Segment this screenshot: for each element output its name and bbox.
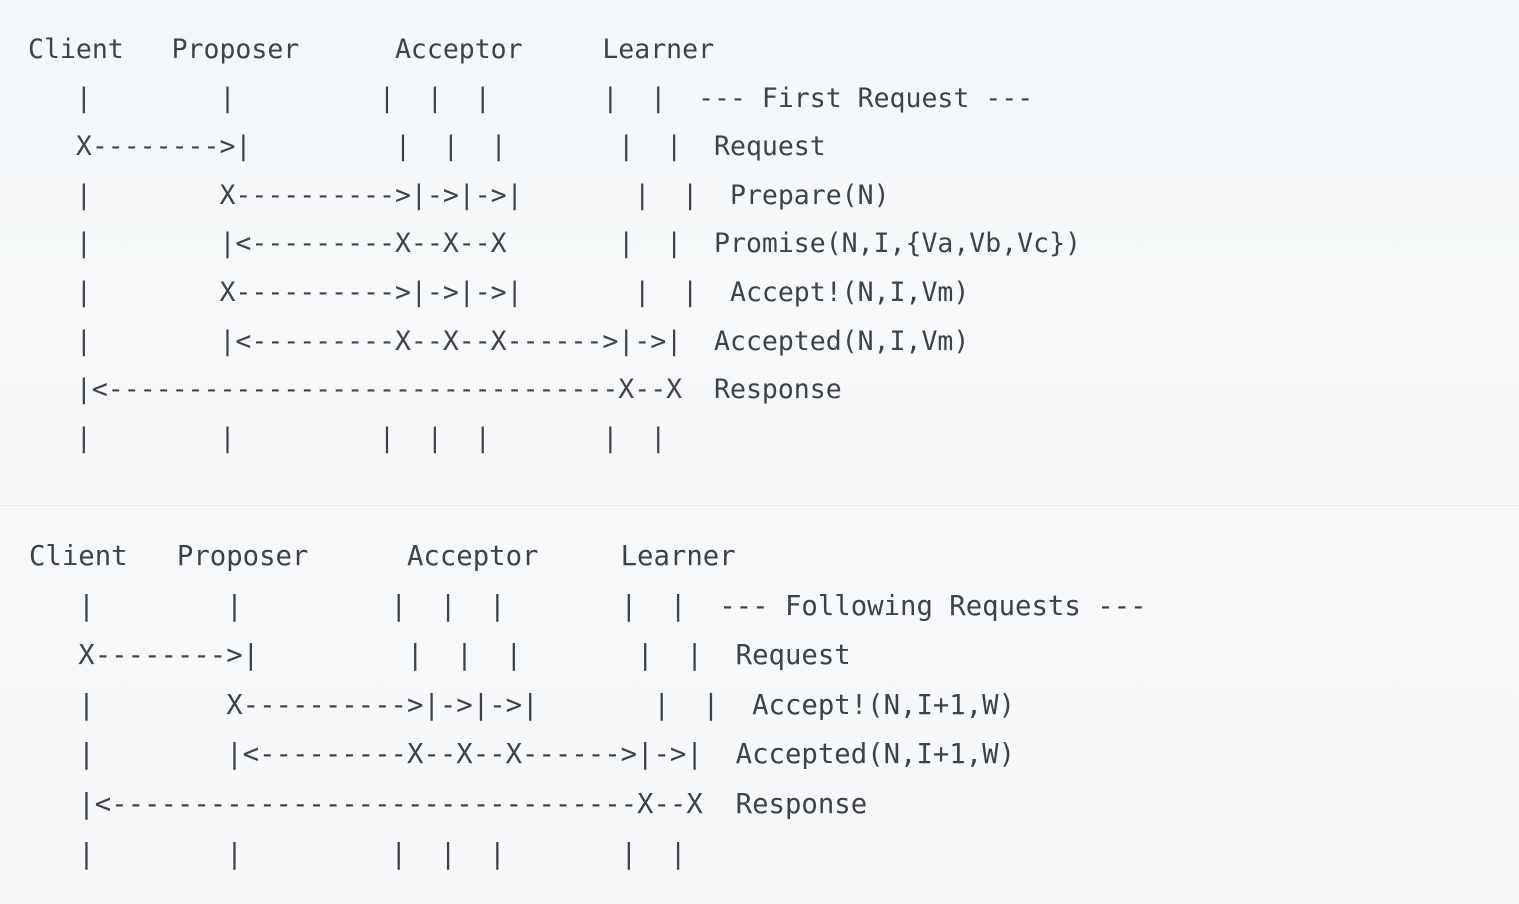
ascii-line-phase-label: | | | | | | | --- First Request ---: [28, 82, 1034, 114]
ascii-line-request: X-------->| | | | | | Request: [29, 640, 851, 672]
ascii-line-request: X-------->| | | | | | Request: [28, 131, 826, 163]
ascii-line-promise: | |<---------X--X--X | | Promise(N,I,{Va…: [28, 228, 1081, 260]
first-request-block: Client Proposer Acceptor Learner | | | |…: [0, 0, 1519, 505]
ascii-line-header: Client Proposer Acceptor Learner: [29, 541, 736, 572]
ascii-line-phase-label: | | | | | | | --- Following Requests ---: [29, 590, 1147, 622]
ascii-line-accepted: | |<---------X--X--X------>|->| Accepted…: [28, 325, 970, 357]
ascii-line-footer: | | | | | | |: [28, 422, 667, 454]
following-requests-block: Client Proposer Acceptor Learner | | | |…: [0, 505, 1519, 904]
following-requests-ascii: Client Proposer Acceptor Learner | | | |…: [0, 532, 1519, 879]
ascii-line-header: Client Proposer Acceptor Learner: [28, 34, 715, 65]
ascii-line-prepare: | X---------->|->|->| | | Prepare(N): [28, 179, 890, 211]
ascii-line-accepted: | |<---------X--X--X------>|->| Accepted…: [29, 739, 1016, 771]
ascii-line-footer: | | | | | | |: [29, 838, 687, 870]
first-request-ascii: Client Proposer Acceptor Learner | | | |…: [0, 26, 1519, 463]
ascii-line-response: |<--------------------------------X--X R…: [28, 374, 842, 406]
ascii-line-response: |<--------------------------------X--X R…: [29, 788, 868, 820]
ascii-line-accept: | X---------->|->|->| | | Accept!(N,I,Vm…: [28, 276, 970, 308]
ascii-line-accept: | X---------->|->|->| | | Accept!(N,I+1,…: [29, 689, 1016, 721]
